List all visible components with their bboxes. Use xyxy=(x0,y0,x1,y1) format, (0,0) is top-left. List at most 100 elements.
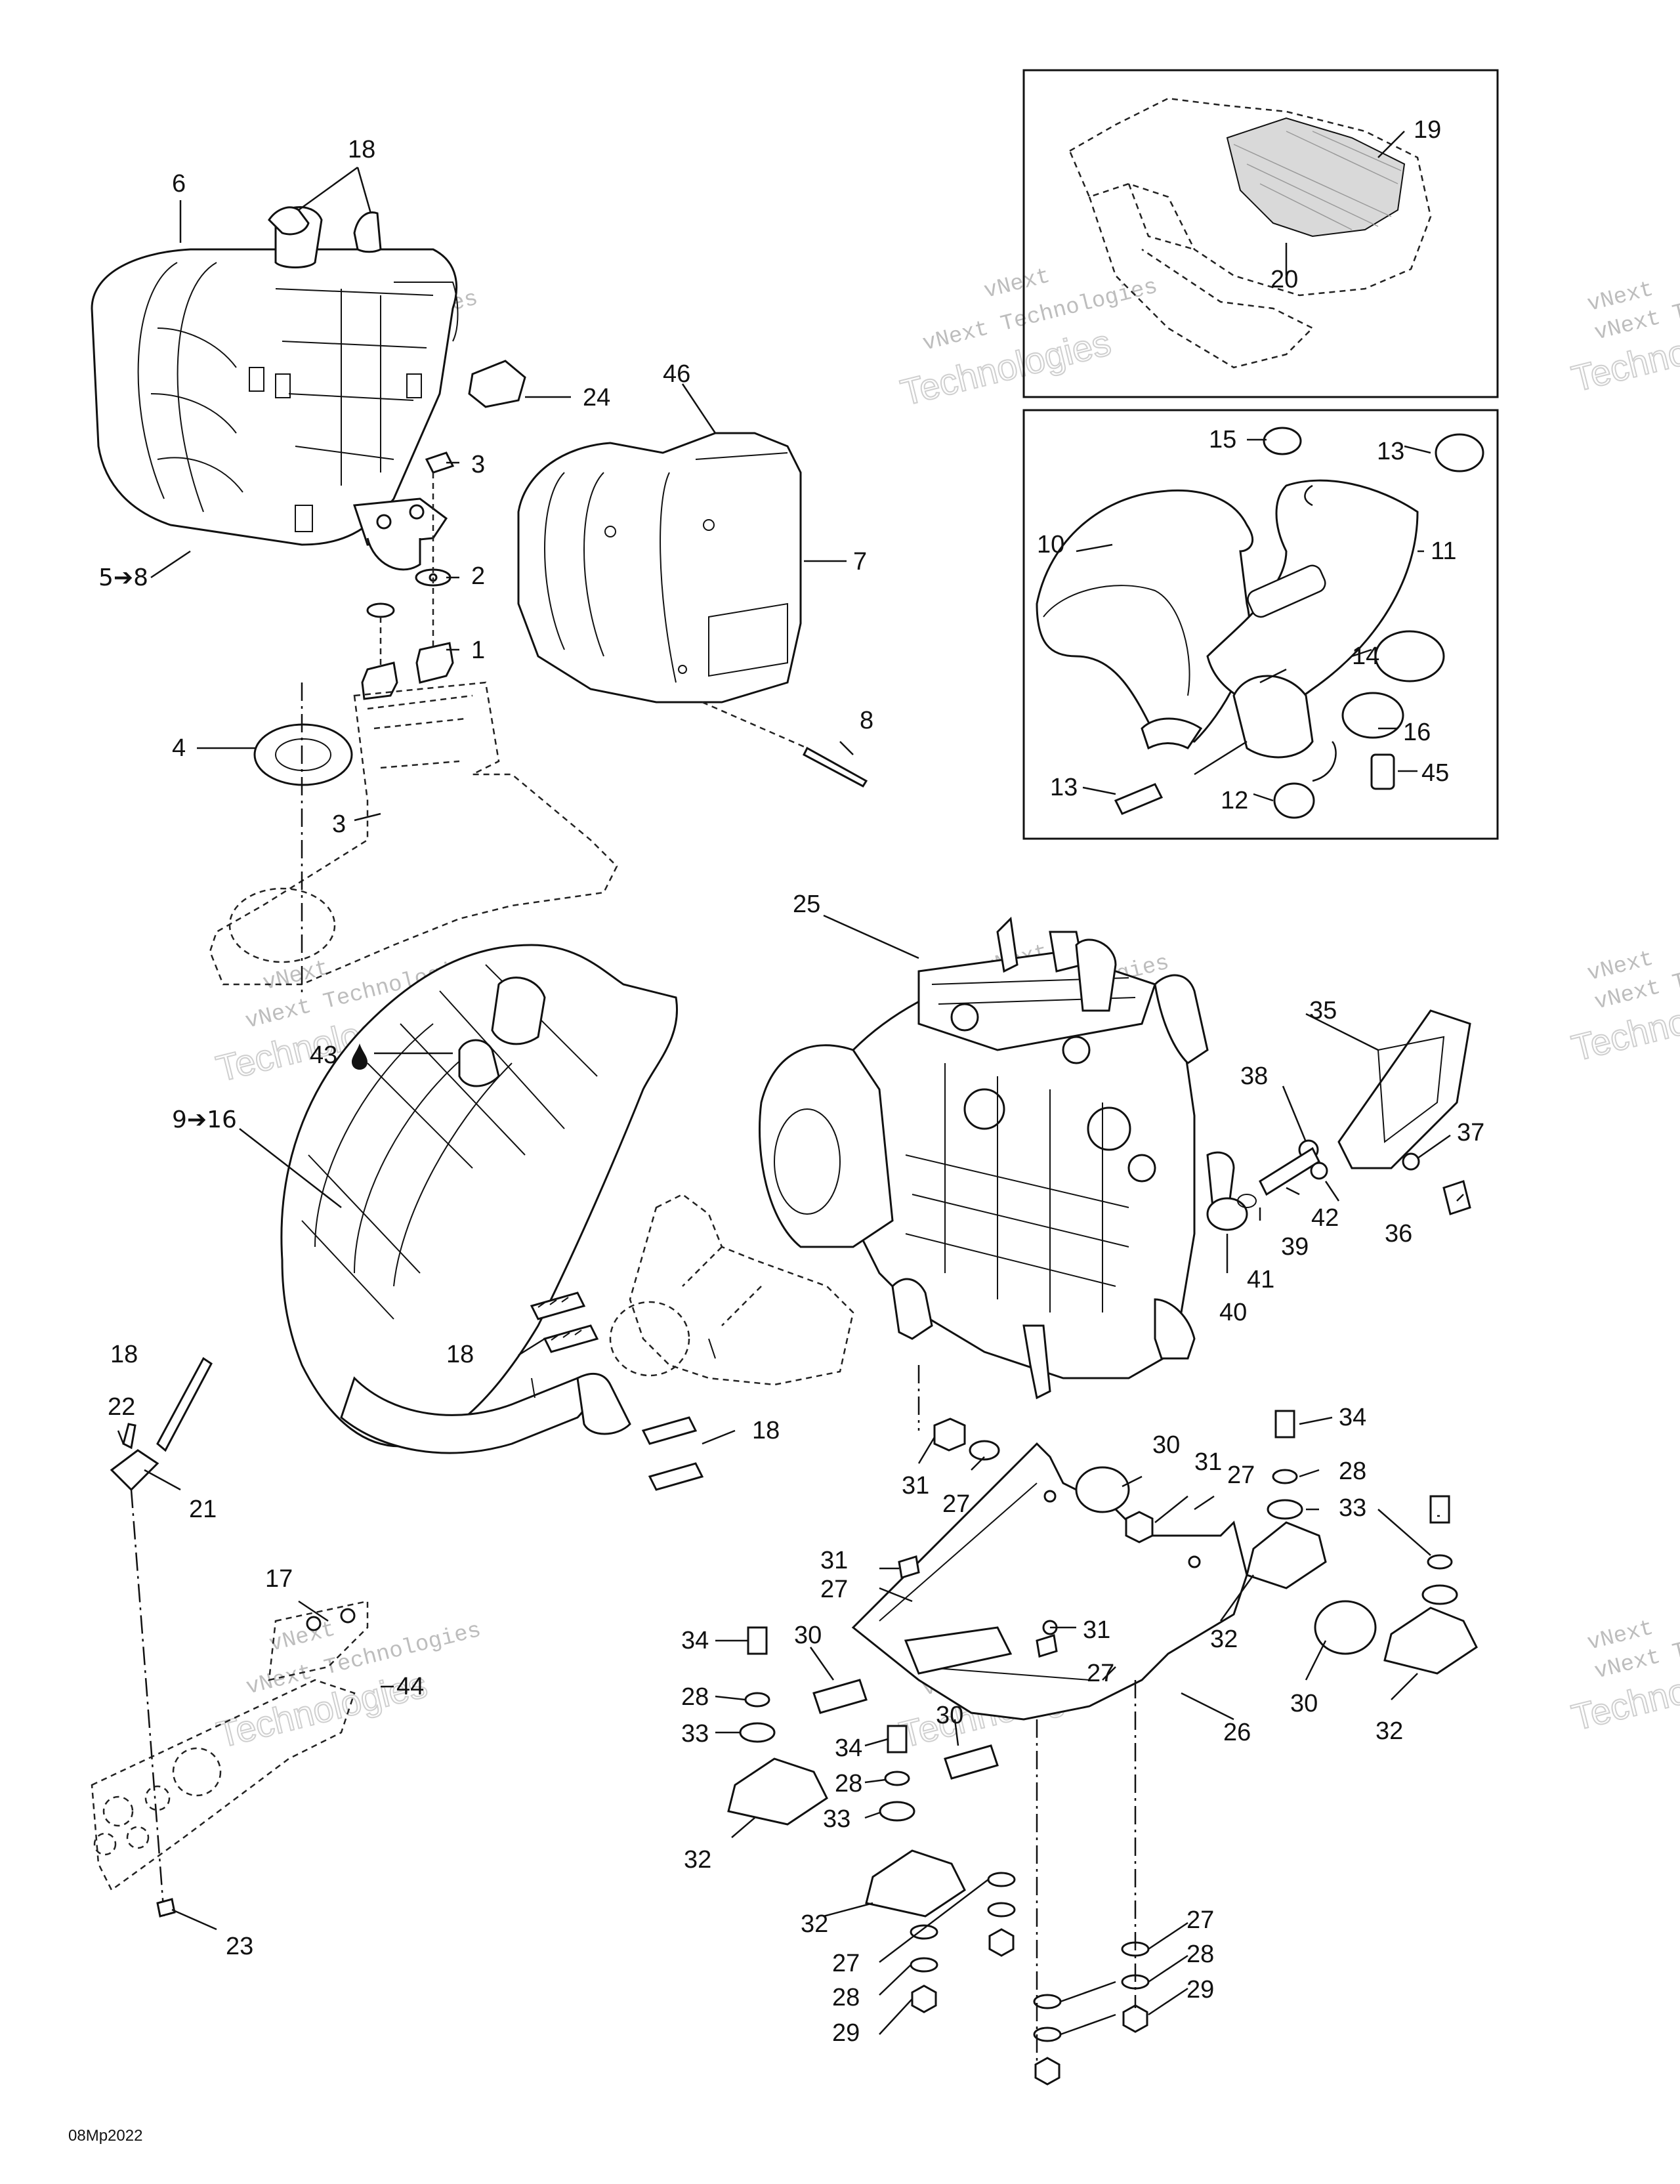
callout-13: 13 xyxy=(1050,774,1078,801)
callout-34: 34 xyxy=(1339,1404,1366,1431)
callout-21: 21 xyxy=(189,1496,217,1523)
rubber-mount-30 xyxy=(944,1744,999,1780)
callout-18: 18 xyxy=(752,1417,780,1444)
callout-26: 26 xyxy=(1223,1719,1251,1746)
callout-34: 34 xyxy=(681,1627,709,1654)
springs-18-middle xyxy=(530,1292,716,1491)
callout-10: 10 xyxy=(1037,531,1064,558)
callout-15: 15 xyxy=(1209,426,1236,453)
callout-2: 2 xyxy=(471,562,485,590)
callout-27: 27 xyxy=(1227,1461,1255,1489)
callout-32: 32 xyxy=(1376,1717,1403,1745)
rivet-8 xyxy=(803,746,868,788)
callout-3: 3 xyxy=(471,451,485,478)
spring-18-top xyxy=(268,166,382,253)
exhaust-manifold xyxy=(609,1193,854,1386)
callout-31: 31 xyxy=(820,1547,848,1574)
callout-23: 23 xyxy=(226,1933,253,1960)
callout-32: 32 xyxy=(801,1910,828,1938)
grommet-24 xyxy=(468,360,526,408)
ring-14 xyxy=(1374,630,1445,682)
callout-28: 28 xyxy=(832,1984,860,2011)
rubber-mount-30 xyxy=(812,1679,868,1714)
muffler xyxy=(91,206,459,571)
bracket-35 xyxy=(1337,1009,1471,1169)
callout-18: 18 xyxy=(348,136,375,163)
callout-4: 4 xyxy=(172,734,186,762)
ring-13-upper xyxy=(1435,433,1484,472)
callout-7: 7 xyxy=(853,548,867,576)
callout-1: 1 xyxy=(471,637,485,664)
grommet-4 xyxy=(253,723,353,786)
callout-28: 28 xyxy=(1186,1941,1214,1968)
callout-27: 27 xyxy=(820,1576,848,1603)
callout-20: 20 xyxy=(1270,266,1298,293)
callout-32: 32 xyxy=(1210,1626,1238,1653)
callout-3: 3 xyxy=(332,810,346,838)
clip-13-lower xyxy=(1114,783,1164,815)
callout-45: 45 xyxy=(1421,759,1449,787)
air-intake-screen xyxy=(1226,117,1406,238)
callout-33: 33 xyxy=(681,1720,709,1748)
callout-29: 29 xyxy=(1186,1976,1214,2004)
callout-36: 36 xyxy=(1385,1220,1412,1248)
callout-28: 28 xyxy=(681,1683,709,1711)
callout-42: 42 xyxy=(1311,1204,1339,1232)
ring-15 xyxy=(1263,427,1302,455)
tailpipe-bracket xyxy=(110,1356,213,1917)
knob-40 xyxy=(1206,1197,1248,1231)
ring-12 xyxy=(1273,782,1315,819)
callout-30: 30 xyxy=(1152,1431,1180,1459)
clip-45 xyxy=(1370,753,1395,790)
callout-27: 27 xyxy=(1087,1660,1114,1687)
rubber-mount-30 xyxy=(1314,1600,1377,1655)
callout-46: 46 xyxy=(663,360,690,388)
callout-18: 18 xyxy=(446,1341,474,1368)
callout-12: 12 xyxy=(1221,787,1248,814)
belly-pan xyxy=(91,1600,369,1918)
heat-shield xyxy=(517,432,802,704)
callout-31: 31 xyxy=(1083,1616,1110,1644)
watermark-text: vNext xyxy=(267,1617,338,1658)
callout-37: 37 xyxy=(1457,1119,1484,1146)
callout-34: 34 xyxy=(835,1734,862,1762)
callout-27: 27 xyxy=(942,1490,970,1518)
callout-8: 8 xyxy=(860,707,873,734)
rubber-mount-30 xyxy=(1075,1466,1130,1513)
heat-shield-plate xyxy=(209,681,618,986)
callout-24: 24 xyxy=(583,384,610,411)
callout-33: 33 xyxy=(823,1805,850,1833)
ring-16 xyxy=(1341,692,1404,739)
ski-doo-decal xyxy=(1247,564,1326,618)
callout-35: 35 xyxy=(1309,997,1337,1024)
callout-30: 30 xyxy=(936,1702,963,1729)
rubber-mounts xyxy=(812,1466,1377,1780)
muffler-mount-hardware xyxy=(361,452,455,700)
leader-lines xyxy=(117,131,1464,2036)
belly-pan-inset xyxy=(1068,97,1432,369)
callout-27: 27 xyxy=(1186,1906,1214,1934)
callout-17: 17 xyxy=(265,1565,293,1593)
engine-flywheel-cover xyxy=(759,1044,894,1248)
callout-14: 14 xyxy=(1352,642,1379,670)
engine-bracket-hardware xyxy=(1206,1009,1471,1231)
engine xyxy=(759,916,1235,1400)
mount-brackets-32 xyxy=(727,1521,1478,1918)
callout-39: 39 xyxy=(1281,1233,1309,1261)
engine-support xyxy=(851,1442,1248,1721)
callout-43: 43 xyxy=(310,1041,337,1069)
callout-19: 19 xyxy=(1414,116,1441,144)
callout-5-8: 5➔8 xyxy=(98,564,148,591)
callout-9-16: 9➔16 xyxy=(172,1106,237,1133)
spring-39 xyxy=(1259,1146,1320,1196)
drop-icon xyxy=(352,1043,368,1070)
callout-25: 25 xyxy=(793,891,820,918)
watermark-text: vNext xyxy=(982,264,1053,304)
callout-29: 29 xyxy=(832,2019,860,2047)
tuned-pipe-upper-half xyxy=(1036,490,1254,743)
callout-41: 41 xyxy=(1247,1266,1274,1293)
callout-33: 33 xyxy=(1339,1494,1366,1522)
callout-38: 38 xyxy=(1240,1062,1268,1090)
callout-6: 6 xyxy=(172,170,186,198)
